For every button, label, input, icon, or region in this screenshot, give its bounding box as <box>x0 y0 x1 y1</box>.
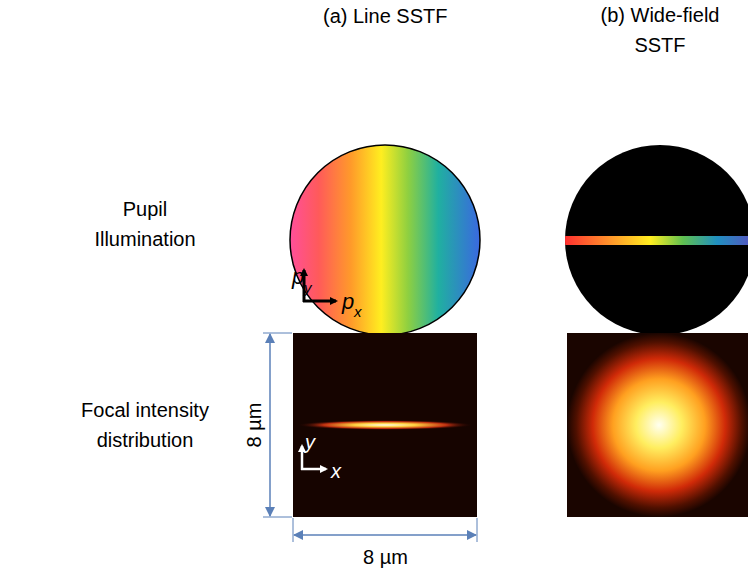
axis-label: p <box>342 289 354 315</box>
axis-subscript: x <box>354 303 362 321</box>
dimension-line <box>269 334 271 516</box>
pupil-circle <box>565 145 748 335</box>
dimension-label: 8 µm <box>242 403 266 448</box>
extension-line <box>263 333 292 334</box>
focal-spot <box>567 333 748 517</box>
axis-label: x <box>331 459 341 483</box>
axis-arrow <box>301 468 326 471</box>
axis-arrow <box>303 300 336 303</box>
extension-line <box>293 518 294 542</box>
extension-line <box>263 517 292 518</box>
row-heading: Pupil Illumination <box>70 194 220 254</box>
row-heading: Focal intensity distribution <box>60 395 230 455</box>
dimension-label: 8 µm <box>363 545 408 569</box>
extension-line <box>477 518 478 542</box>
focal-image <box>567 333 748 517</box>
axis-label: y <box>305 430 315 454</box>
spectrum-band <box>565 236 748 245</box>
dimension-line <box>294 534 476 536</box>
focal-line <box>297 420 473 430</box>
axis-arrow <box>301 446 304 470</box>
focal-image <box>293 333 477 517</box>
axis-label: p <box>292 264 304 290</box>
pupil-circle <box>290 145 480 335</box>
axis-subscript: y <box>304 279 312 297</box>
column-heading: (b) Wide-field SSTF <box>575 0 745 60</box>
column-heading: (a) Line SSTF <box>323 4 447 28</box>
